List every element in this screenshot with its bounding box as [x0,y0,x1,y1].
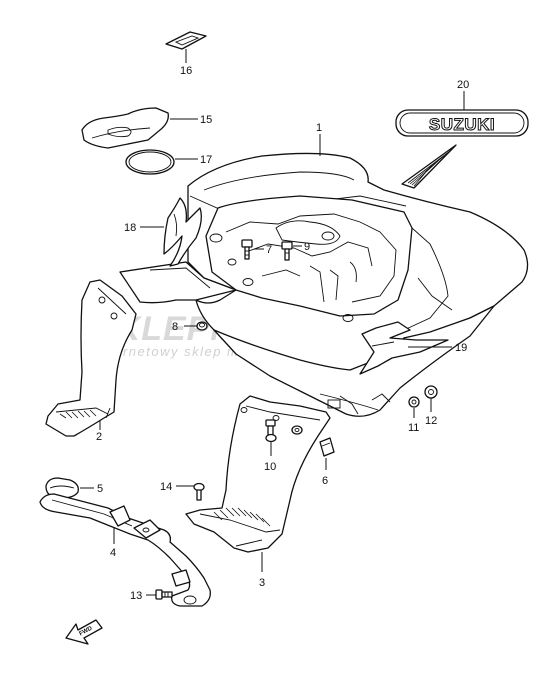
emblem-pointer [401,144,457,189]
callout-7: 7 [266,244,272,256]
part-17-ring [125,149,198,175]
callout-13: 13 [130,590,142,602]
part-9-bolt [281,241,302,261]
part-19-stripe [359,321,452,375]
emblem-text: SUZUKI [429,115,495,134]
callout-19: 19 [455,342,467,354]
part-15-cover [81,107,198,149]
callout-5: 5 [97,483,103,495]
part-5-cap [45,477,94,499]
part-13-bolt [146,589,173,600]
part-20-emblem: SUZUKI [395,91,529,137]
part-16-decal [165,31,207,63]
callout-1: 1 [316,122,322,134]
part-2-left-guard [45,279,137,437]
callout-6: 6 [322,475,328,487]
part-18-stripe [140,197,202,267]
part-11-washer [408,396,420,418]
part-3-right-guard [185,395,331,572]
part-12-nut [424,385,438,412]
part-7-bolt [241,239,264,260]
callout-3: 3 [259,577,265,589]
callout-8: 8 [172,321,178,333]
callout-14: 14 [160,481,172,493]
callout-11: 11 [408,422,419,434]
callout-17: 17 [200,154,212,166]
callout-20: 20 [457,79,469,91]
callout-12: 12 [425,415,437,427]
part-1-rear-fender [119,134,529,417]
callout-4: 4 [110,547,116,559]
callout-15: 15 [200,114,212,126]
part-10-bolt [265,419,303,456]
callout-9: 9 [304,241,310,253]
callout-18: 18 [124,222,136,234]
fwd-arrow-icon: FWD [65,619,103,645]
callout-2: 2 [96,431,102,443]
part-6-clip [319,437,335,470]
callout-10: 10 [264,461,276,473]
part-4-bracket [39,493,211,607]
part-14-screw [176,482,205,501]
part-8-nut [184,321,208,331]
callout-16: 16 [180,65,192,77]
callout-labels: 1 2 3 4 5 6 7 8 9 10 11 12 13 14 15 16 1… [96,65,469,602]
